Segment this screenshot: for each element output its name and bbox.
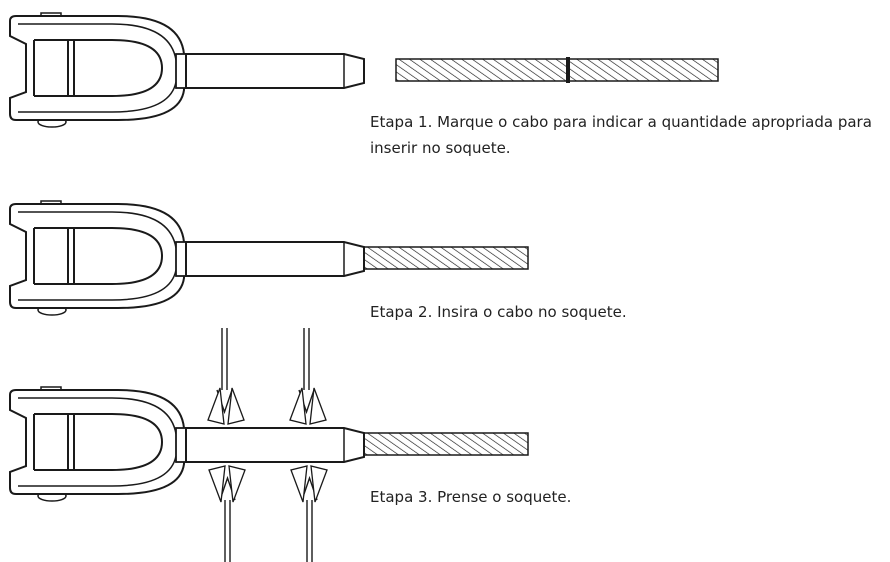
clevis-fork-icon	[9, 200, 187, 316]
step-3-caption: Etapa 3. Prense o soquete.	[370, 488, 572, 506]
step-2-figure	[9, 200, 529, 316]
wire-rope-icon	[363, 432, 529, 456]
socket-sleeve-icon	[185, 241, 365, 277]
step-2-caption: Etapa 2. Insira o cabo no soquete.	[370, 303, 627, 321]
wire-rope-icon	[363, 246, 529, 270]
step-1-figure	[9, 12, 719, 128]
step-1-caption: Etapa 1. Marque o cabo para indicar a qu…	[370, 113, 872, 157]
step-3-figure	[9, 386, 529, 502]
socket-sleeve-icon	[185, 427, 365, 463]
wire-rope-icon	[395, 58, 719, 82]
socket-sleeve-icon	[185, 53, 365, 89]
clevis-fork-icon	[9, 12, 187, 128]
clevis-fork-icon	[9, 386, 187, 502]
